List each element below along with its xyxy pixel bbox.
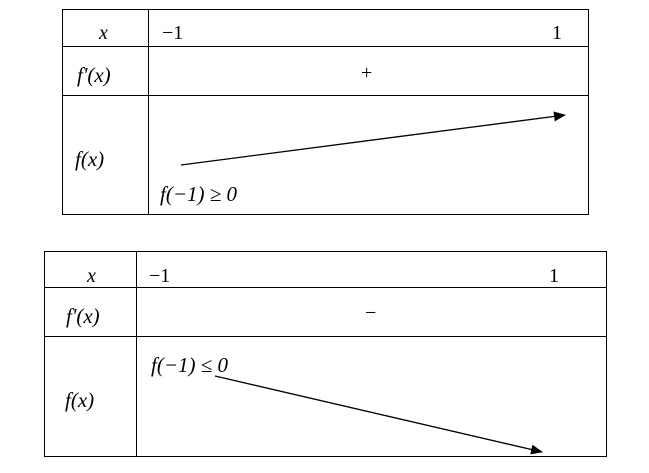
x-start-value: −1 (149, 265, 171, 287)
label-x: x (99, 22, 108, 44)
variation-table-increasing: x −1 1 f'(x) + f(x) f(−1) ≥ 0 (62, 9, 589, 215)
row-divider (45, 336, 606, 337)
start-value-annotation: f(−1) ≥ 0 (160, 182, 238, 206)
x-start-value: −1 (162, 22, 184, 44)
label-function: f(x) (65, 388, 95, 412)
derivative-sign: + (361, 62, 373, 84)
row-divider (63, 46, 588, 47)
row-divider (63, 95, 588, 96)
x-end-value: 1 (552, 22, 562, 44)
derivative-sign: − (365, 302, 377, 324)
label-derivative: f'(x) (77, 63, 111, 87)
decreasing-arrow-icon (214, 375, 543, 455)
variation-table-decreasing: x −1 1 f'(x) − f(x) f(−1) ≤ 0 (44, 251, 607, 457)
x-end-value: 1 (549, 265, 559, 287)
column-divider (136, 252, 137, 456)
label-function: f(x) (75, 147, 105, 171)
label-derivative: f'(x) (66, 304, 100, 328)
label-x: x (87, 265, 96, 287)
row-divider (45, 287, 606, 288)
column-divider (148, 10, 149, 214)
start-value-annotation: f(−1) ≤ 0 (151, 353, 229, 377)
increasing-arrow-icon (180, 111, 566, 166)
